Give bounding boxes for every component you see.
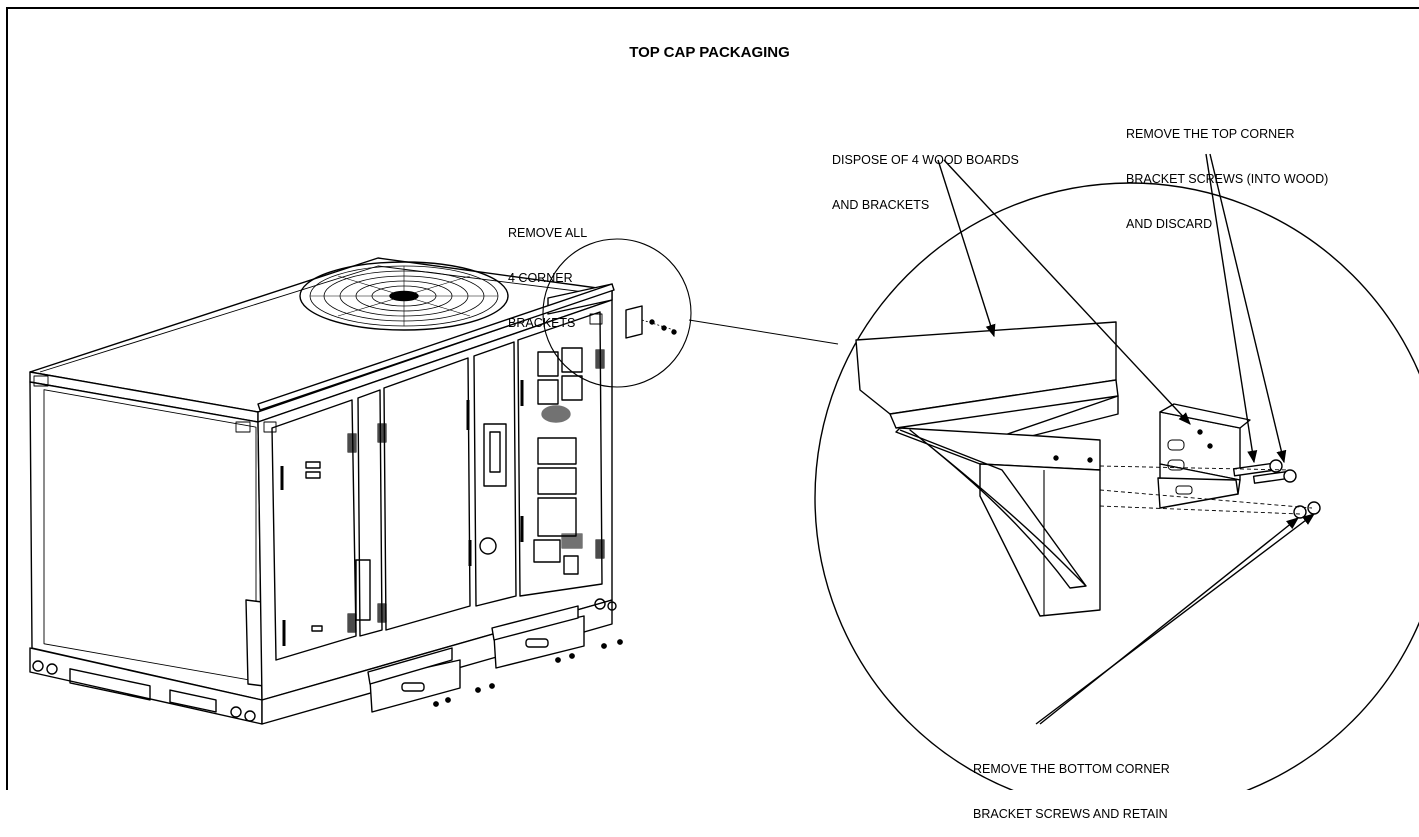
arrow-top-screw-1 [1205, 153, 1258, 464]
rooftop-unit-drawing [29, 257, 677, 725]
enlarged-corner-detail [855, 321, 1321, 617]
fan-grille [299, 261, 509, 331]
unit-left-face [29, 381, 263, 701]
callout-line: REMOVE THE BOTTOM CORNER [973, 762, 1170, 776]
callout-line: REMOVE ALL [508, 226, 588, 240]
callout-line: DISPOSE OF 4 WOOD BOARDS [832, 153, 1019, 167]
detail-leader-line [688, 319, 839, 345]
detail-circle-small [542, 238, 692, 388]
diagram-canvas [6, 7, 1419, 790]
callout-remove-top-screws: REMOVE THE TOP CORNER BRACKET SCREWS (IN… [1126, 97, 1328, 247]
enlarged-top-screws [1232, 459, 1297, 484]
callout-line: AND BRACKETS [832, 198, 930, 212]
callout-line: AND DISCARD [1126, 217, 1213, 231]
figure-title: TOP CAP PACKAGING [629, 44, 790, 61]
callout-remove-bottom-screws: REMOVE THE BOTTOM CORNER BRACKET SCREWS … [973, 732, 1170, 837]
arrow-top-screw-2 [1209, 153, 1287, 464]
corner-bracket-top [625, 305, 643, 339]
arrow-bottom-screw-1 [1039, 517, 1299, 725]
callout-line: 4 CORNER [508, 271, 573, 285]
arrow-bottom-screw-2 [1035, 513, 1316, 725]
callout-line: BRACKET SCREWS (INTO WOOD) [1126, 172, 1329, 186]
callout-line: REMOVE THE TOP CORNER [1126, 127, 1295, 141]
arrow-dispose-board [937, 159, 996, 338]
detail-circle-large [814, 182, 1419, 790]
callout-remove-corner-brackets: REMOVE ALL 4 CORNER BRACKETS [508, 196, 587, 346]
callout-line: BRACKET SCREWS AND RETAIN [973, 807, 1168, 821]
arrow-dispose-bracket [943, 159, 1191, 425]
page-border [6, 7, 1419, 790]
callout-arrows [937, 153, 1316, 725]
callout-dispose-wood-boards: DISPOSE OF 4 WOOD BOARDS AND BRACKETS [832, 123, 1019, 228]
callout-line: BRACKETS [508, 316, 576, 330]
